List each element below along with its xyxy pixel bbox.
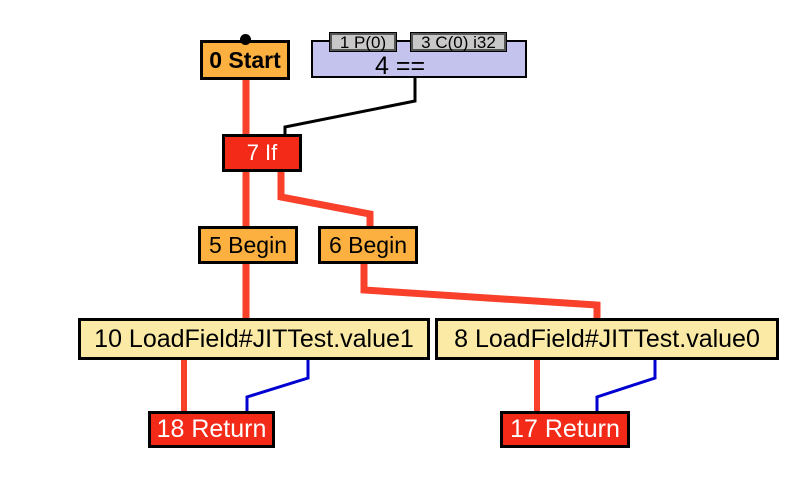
edge-load10-to-ret18-data [245, 360, 310, 411]
node-begin-6-label: 6 Begin [328, 231, 407, 258]
edge-load8-to-ret17-data [595, 360, 657, 411]
node-return-17[interactable]: 17 Return [500, 411, 630, 448]
node-begin-5-label: 5 Begin [208, 231, 287, 258]
node-loadfield-10[interactable]: 10 LoadField#JITTest.value1 [78, 318, 430, 360]
node-if[interactable]: 7 If [222, 134, 302, 172]
edge-cmp-to-if [283, 78, 417, 134]
start-anchor-dot [240, 34, 251, 45]
subnode-constant-label: 3 C(0) i32 [421, 32, 496, 52]
node-if-label: 7 If [246, 140, 278, 165]
node-loadfield-8-label: 8 LoadField#JITTest.value0 [454, 324, 760, 353]
node-compare-label: 4 == [375, 52, 426, 80]
edge-if-to-begin6 [277, 172, 374, 226]
node-start[interactable]: 0 Start [200, 40, 290, 80]
subnode-constant[interactable]: 3 C(0) i32 [410, 32, 507, 52]
subnode-parameter-label: 1 P(0) [339, 32, 387, 52]
node-loadfield-10-label: 10 LoadField#JITTest.value1 [94, 324, 414, 353]
node-begin-6[interactable]: 6 Begin [318, 226, 418, 264]
node-return-18-label: 18 Return [156, 415, 267, 443]
node-begin-5[interactable]: 5 Begin [198, 226, 298, 264]
node-start-label: 0 Start [209, 46, 281, 73]
edge-begin6-to-load8 [360, 264, 601, 318]
node-return-17-label: 17 Return [510, 415, 620, 443]
node-loadfield-8[interactable]: 8 LoadField#JITTest.value0 [435, 318, 779, 360]
subnode-parameter[interactable]: 1 P(0) [329, 32, 397, 52]
node-return-18[interactable]: 18 Return [148, 411, 275, 448]
